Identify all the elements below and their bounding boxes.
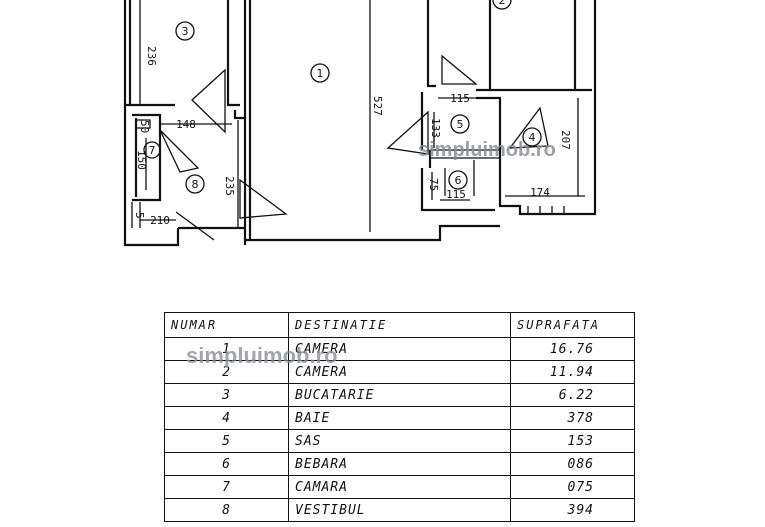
row-destination: BUCATARIE	[288, 383, 511, 407]
room-marker-7: 7	[143, 141, 161, 159]
header-number: NUMAR	[164, 312, 289, 338]
svg-text:4: 4	[529, 131, 536, 144]
dimension-labels: 236 527 148 50 150 235 5 210 115 133 75 …	[133, 46, 572, 227]
row-destination: CAMERA	[288, 337, 511, 361]
dim-115-top: 115	[450, 92, 470, 105]
svg-text:8: 8	[192, 178, 199, 191]
row-number: 2	[164, 360, 289, 384]
door-arrows	[159, 54, 549, 241]
dim-210: 210	[150, 214, 170, 227]
svg-text:1: 1	[317, 67, 324, 80]
row-number: 6	[164, 452, 289, 476]
floor-plan-walls	[123, 0, 597, 247]
row-number: 7	[164, 475, 289, 499]
plan-watermark: simpluimob.ro	[418, 139, 556, 161]
svg-text:6: 6	[455, 174, 462, 187]
row-destination: VESTIBUL	[288, 498, 511, 522]
row-area: 6.22	[510, 383, 635, 407]
header-area: SUPRAFATA	[510, 312, 635, 338]
row-area: 086	[510, 452, 635, 476]
row-number: 8	[164, 498, 289, 522]
row-destination: BAIE	[288, 406, 511, 430]
row-number: 5	[164, 429, 289, 453]
row-destination: CAMARA	[288, 475, 511, 499]
svg-text:5: 5	[457, 118, 464, 131]
room-marker-6: 6	[448, 170, 468, 190]
room-marker-1: 1	[310, 63, 330, 83]
dimension-lines	[139, 0, 585, 232]
dim-236: 236	[145, 46, 158, 66]
svg-text:3: 3	[182, 25, 189, 38]
dim-150: 150	[135, 150, 148, 170]
row-destination: CAMERA	[288, 360, 511, 384]
room-marker-2: 2	[492, 0, 512, 10]
row-area: 394	[510, 498, 635, 522]
room-marker-4: 4	[522, 127, 542, 147]
header-destination: DESTINATIE	[288, 312, 511, 338]
dim-527: 527	[371, 96, 384, 116]
dim-148: 148	[176, 118, 196, 131]
row-area: 11.94	[510, 360, 635, 384]
dim-5: 5	[133, 212, 146, 219]
dim-75: 75	[427, 178, 440, 191]
dim-133: 133	[429, 118, 442, 138]
row-destination: SAS	[288, 429, 511, 453]
row-area: 153	[510, 429, 635, 453]
dim-115-bottom: 115	[446, 188, 466, 201]
row-area: 16.76	[510, 337, 635, 361]
dim-235: 235	[223, 176, 236, 196]
row-number: 4	[164, 406, 289, 430]
room-marker-8: 8	[185, 174, 205, 194]
svg-text:7: 7	[149, 144, 156, 157]
row-number: 3	[164, 383, 289, 407]
dim-50: 50	[138, 120, 151, 133]
row-area: 075	[510, 475, 635, 499]
row-destination: BEBARA	[288, 452, 511, 476]
svg-text:2: 2	[499, 0, 506, 7]
room-marker-5: 5	[450, 114, 470, 134]
dim-174: 174	[530, 186, 550, 199]
table-header-row: NUMAR DESTINATIE SUPRAFATA	[164, 312, 635, 338]
dim-207: 207	[559, 130, 572, 150]
room-marker-3: 3	[175, 21, 195, 41]
room-markers: 1 2 3 4 5 6 7 8	[143, 0, 542, 194]
row-area: 378	[510, 406, 635, 430]
row-number: 1	[164, 337, 289, 361]
